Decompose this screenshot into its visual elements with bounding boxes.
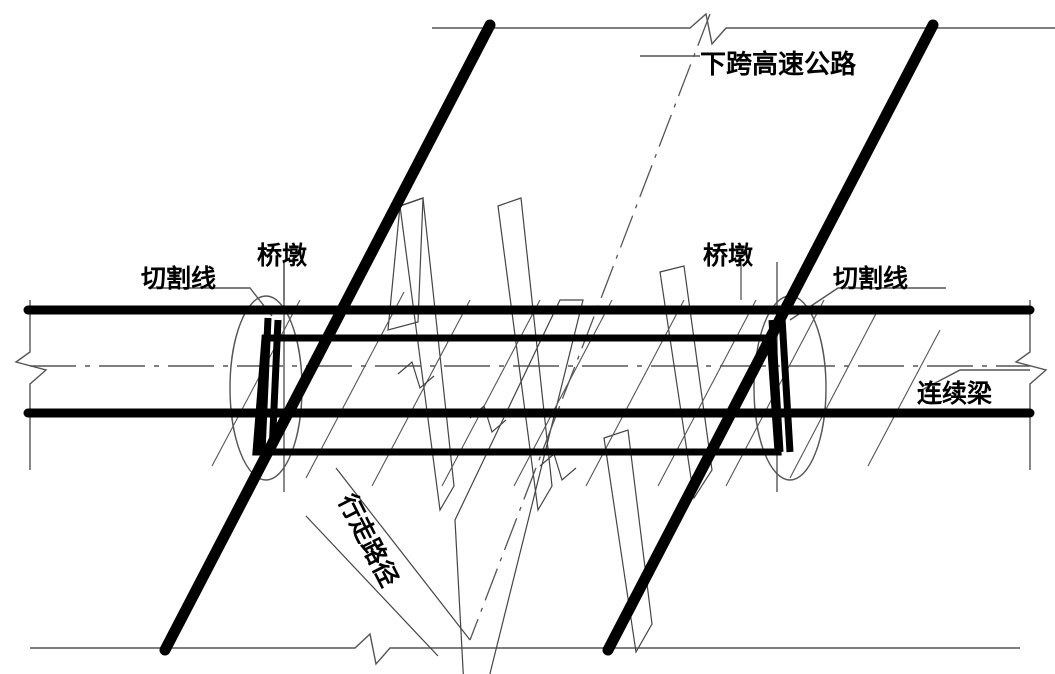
top-edge-line (432, 12, 1055, 46)
travel-arrow-shaft-4 (659, 265, 713, 500)
guide-diag-4 (441, 299, 541, 487)
continuous-beam-parallelogram (252, 334, 782, 456)
title-label-underpass-highway: 下跨高速公路 (700, 50, 857, 80)
travel-arrow-shaft-1 (399, 197, 455, 512)
label-pier-right: 桥墩 (703, 241, 754, 270)
heavy-beam-lines (23, 305, 1035, 418)
pier-label-ticks (283, 262, 742, 300)
travel-arrow-tail-2 (305, 515, 439, 657)
guide-diag-9 (789, 305, 881, 479)
label-pier-left: 桥墩 (257, 241, 308, 270)
highway-edge-right (602, 19, 939, 656)
highway-centerline (469, 13, 711, 641)
guide-diag-5 (513, 299, 613, 487)
travel-arrow-shaft-3 (454, 299, 584, 674)
left-edge-break-line (14, 300, 48, 470)
leader-continuous-beam (917, 369, 1030, 393)
continuous-beam-outline (252, 334, 782, 456)
guide-diag-0 (211, 299, 301, 467)
guide-diag-10 (867, 329, 941, 467)
guide-diag-6 (585, 299, 685, 487)
right-edge-break-line (1014, 300, 1048, 470)
bottom-edge-line (30, 632, 1020, 666)
label-continuous-beam: 连续梁 (917, 379, 993, 408)
break-mark-3 (539, 452, 577, 482)
guide-diag-3 (371, 299, 471, 487)
travel-arrow-head-1 (387, 197, 424, 331)
label-cut-line-left: 切割线 (141, 264, 217, 293)
highway-outline-lines (14, 12, 1055, 666)
break-mark-1 (397, 360, 435, 390)
travel-arrow-tail-1 (335, 467, 471, 641)
pier-right-column-a (778, 317, 794, 453)
pier-left-column-a (258, 317, 272, 453)
label-cut-line-right: 切割线 (833, 264, 909, 293)
guide-diag-2 (305, 291, 405, 479)
highway-centerline-path (469, 13, 711, 641)
highway-heavy-edges (159, 19, 939, 656)
travel-arrow-shaft-5 (603, 429, 653, 654)
highway-edge-left (159, 19, 496, 656)
pier-left-column-b (268, 319, 282, 453)
